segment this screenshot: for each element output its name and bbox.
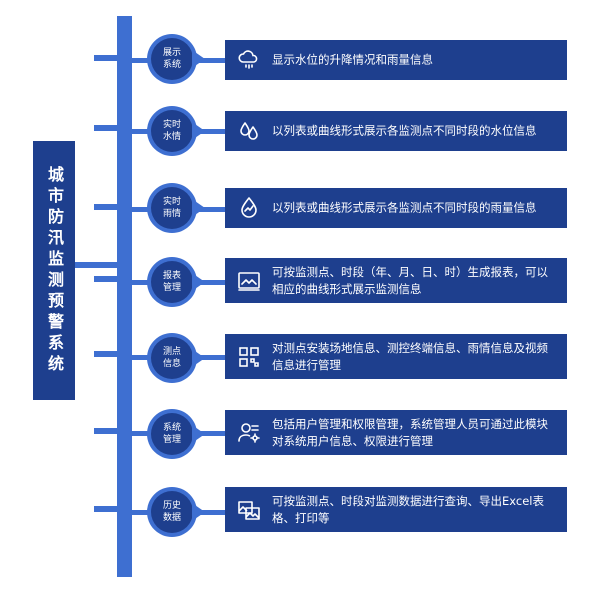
branch-stub: [94, 351, 118, 357]
category-badge: 系统管理: [151, 413, 193, 455]
feature-description: 对测点安装场地信息、测控终端信息、雨情信息及视频信息进行管理: [272, 340, 548, 372]
user-settings-icon: [238, 422, 260, 443]
spine-bar: [117, 16, 132, 577]
feature-description: 包括用户管理和权限管理，系统管理人员可通过此模块对系统用户信息、权限进行管理: [272, 416, 548, 448]
feature-description: 以列表或曲线形式展示各监测点不同时段的雨量信息: [272, 200, 537, 215]
cloud-rain-icon: [238, 50, 258, 69]
category-badge: 展示系统: [151, 38, 193, 80]
feature-box: 包括用户管理和权限管理，系统管理人员可通过此模块对系统用户信息、权限进行管理: [225, 410, 567, 455]
feature-description: 显示水位的升降情况和雨量信息: [272, 52, 433, 67]
feature-description: 以列表或曲线形式展示各监测点不同时段的水位信息: [272, 123, 537, 138]
images-icon: [238, 500, 260, 520]
category-badge: 测点信息: [151, 337, 193, 379]
feature-box: 以列表或曲线形式展示各监测点不同时段的水位信息: [225, 111, 567, 151]
grid-qr-icon: [239, 346, 259, 367]
feature-box: 以列表或曲线形式展示各监测点不同时段的雨量信息: [225, 188, 567, 228]
water-drops-icon: [240, 122, 258, 140]
category-label: 实时水情: [162, 120, 181, 142]
category-label: 历史数据: [162, 501, 181, 523]
system-title: 城市防汛监测预警系统: [45, 165, 64, 376]
category-label: 实时雨情: [162, 197, 181, 219]
feature-box: 可按监测点、时段（年、月、日、时）生成报表，可以相应的曲线形式展示监测信息: [225, 258, 567, 303]
category-badge: 实时水情: [151, 110, 193, 152]
droplet-chart-icon: [241, 197, 257, 218]
title-connector: [75, 262, 118, 268]
branch-stub: [94, 55, 118, 61]
category-badge: 报表管理: [151, 261, 193, 303]
category-label: 系统管理: [162, 423, 181, 445]
feature-box: 可按监测点、时段对监测数据进行查询、导出Excel表格、打印等: [225, 487, 567, 532]
feature-description: 可按监测点、时段对监测数据进行查询、导出Excel表格、打印等: [272, 493, 544, 525]
branch-stub: [94, 204, 118, 210]
branch-stub: [94, 428, 118, 434]
category-badge: 实时雨情: [151, 187, 193, 229]
image-chart-icon: [238, 271, 260, 291]
category-label: 测点信息: [162, 347, 181, 369]
branch-stub: [94, 276, 118, 282]
branch-stub: [94, 125, 118, 131]
feature-description: 可按监测点、时段（年、月、日、时）生成报表，可以相应的曲线形式展示监测信息: [272, 264, 548, 296]
category-label: 展示系统: [162, 48, 181, 70]
feature-box: 对测点安装场地信息、测控终端信息、雨情信息及视频信息进行管理: [225, 334, 567, 379]
branch-stub: [94, 506, 118, 512]
category-label: 报表管理: [162, 271, 181, 293]
feature-box: 显示水位的升降情况和雨量信息: [225, 40, 567, 80]
category-badge: 历史数据: [151, 491, 193, 533]
title-box: 城市防汛监测预警系统: [33, 141, 75, 400]
